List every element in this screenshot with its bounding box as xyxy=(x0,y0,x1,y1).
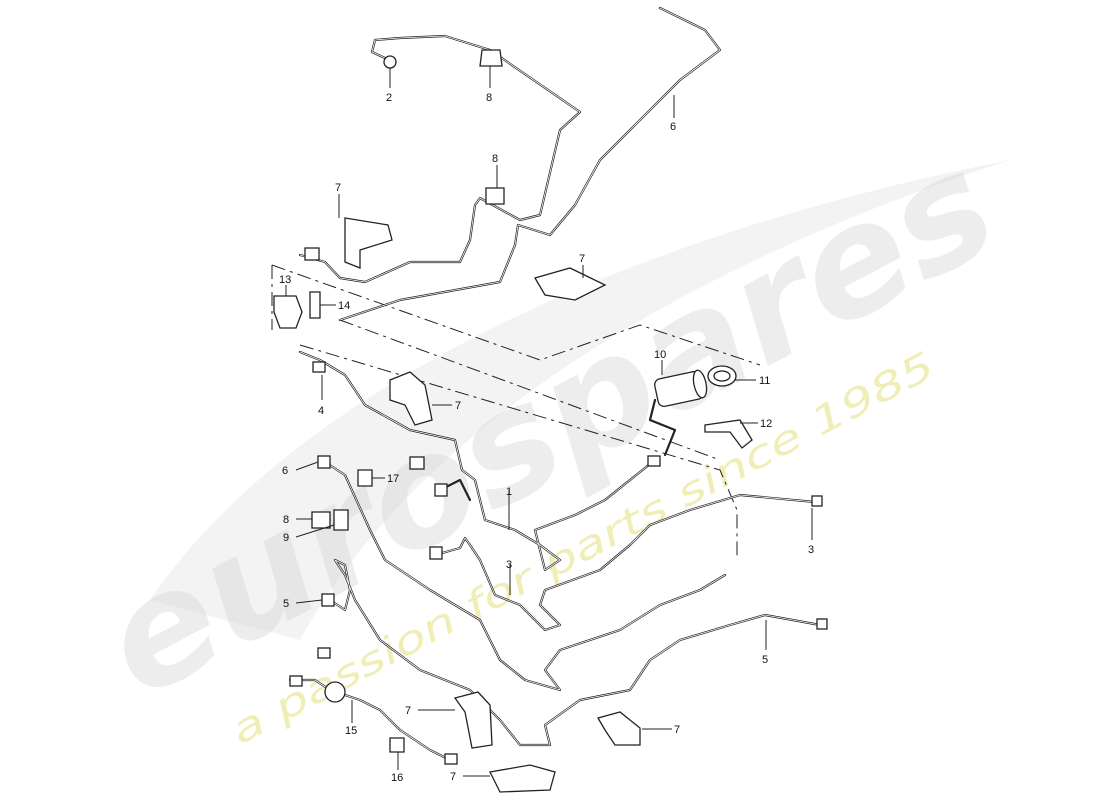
fuel-filter xyxy=(654,369,708,408)
damper-15 xyxy=(324,681,346,703)
callout-8-top: 8 xyxy=(486,92,492,104)
watermark: eurospares a passion for parts since 198… xyxy=(75,118,1022,753)
bracket-12 xyxy=(704,419,753,449)
callout-13: 13 xyxy=(279,274,291,286)
callout-5-left: 5 xyxy=(283,598,289,610)
bracket-7-e xyxy=(597,711,641,746)
watermark-brand: eurospares xyxy=(75,118,1022,732)
reference-lines xyxy=(271,264,761,560)
callout-5-right: 5 xyxy=(762,654,768,666)
fitting-15-a xyxy=(317,647,331,659)
callout-6-top: 6 xyxy=(670,121,676,133)
callout-7-c: 7 xyxy=(455,400,461,412)
callout-3-mid: 3 xyxy=(506,559,512,571)
callout-12: 12 xyxy=(760,418,772,430)
fitting-top-left xyxy=(304,247,320,261)
fitting-mid-b xyxy=(434,483,448,497)
fitting-15-b xyxy=(289,675,303,687)
fitting-5-left xyxy=(321,593,335,607)
fitting-15-end xyxy=(444,753,458,765)
fuel-line-upper xyxy=(298,34,582,284)
bracket-7-b xyxy=(534,267,607,301)
callout-1: 1 xyxy=(506,486,512,498)
fitting-6-top xyxy=(317,455,331,469)
callout-7-a: 7 xyxy=(335,182,341,194)
callout-7-e: 7 xyxy=(674,724,680,736)
callout-10: 10 xyxy=(654,349,666,361)
fitting-filter-in xyxy=(647,455,661,467)
callout-14: 14 xyxy=(338,300,350,312)
bracket-7-a xyxy=(344,217,393,269)
callout-6-low: 6 xyxy=(282,465,288,477)
fitting-3-end xyxy=(811,495,823,507)
fitting-mid-a xyxy=(409,456,425,470)
callout-8-mid: 8 xyxy=(492,153,498,165)
callout-17: 17 xyxy=(387,473,399,485)
fuel-line-filter-outlet xyxy=(648,398,677,457)
clip-8-low xyxy=(311,511,331,529)
fitting-mid-c xyxy=(429,546,443,560)
fitting-2 xyxy=(383,55,397,69)
fittings xyxy=(273,49,828,793)
bolt-14 xyxy=(309,291,321,319)
callout-7-d: 7 xyxy=(405,705,411,717)
fitting-4 xyxy=(312,361,326,373)
callout-11: 11 xyxy=(759,375,770,387)
valve-13 xyxy=(273,295,303,329)
bracket-7-d xyxy=(453,691,493,749)
bracket-7-c xyxy=(389,371,433,426)
reference-line-lower xyxy=(299,344,738,560)
clip-17 xyxy=(357,469,373,487)
fuel-lines xyxy=(288,6,822,762)
callout-7-f: 7 xyxy=(450,771,456,783)
callout-9: 9 xyxy=(283,532,289,544)
reference-line-mid xyxy=(271,265,721,461)
fuel-filter-cap xyxy=(692,369,708,399)
callout-2: 2 xyxy=(386,92,392,104)
fitting-5-end xyxy=(816,618,828,630)
callout-4: 4 xyxy=(318,405,324,417)
callout-8-low: 8 xyxy=(283,514,289,526)
reference-line-upper xyxy=(271,264,761,366)
bracket-7-f xyxy=(489,764,556,793)
clip-8-top xyxy=(479,49,503,67)
clamp-11-inner xyxy=(713,370,731,382)
callout-3-right: 3 xyxy=(808,544,814,556)
clip-9 xyxy=(333,509,349,531)
clip-8-mid xyxy=(485,187,505,205)
callout-16: 16 xyxy=(391,772,403,784)
leader-lines xyxy=(285,66,813,777)
callout-15: 15 xyxy=(345,725,357,737)
clip-16 xyxy=(389,737,405,753)
callout-7-b: 7 xyxy=(579,253,585,265)
callouts: 2 8 8 6 7 7 13 14 4 7 10 11 12 6 17 1 8 … xyxy=(279,92,814,784)
